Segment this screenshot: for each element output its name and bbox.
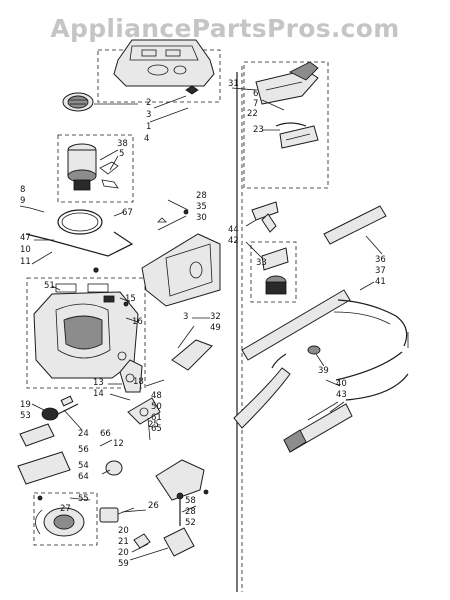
callout-67: 67 xyxy=(122,208,133,218)
callout-65: 65 xyxy=(151,424,162,434)
callout-56: 56 xyxy=(78,445,89,455)
upholstery-tool-part xyxy=(251,201,289,295)
canister-body-part xyxy=(33,283,139,379)
callout-64: 64 xyxy=(78,472,89,482)
callout-48: 48 xyxy=(151,391,162,401)
callout-22: 22 xyxy=(247,109,258,119)
floor-brush-group-box xyxy=(243,61,329,189)
callout-51: 51 xyxy=(44,281,55,291)
callout-39: 39 xyxy=(318,366,329,376)
callout-66: 66 xyxy=(100,429,111,439)
callout-20-upper: 20 xyxy=(118,526,129,536)
top-cover-part xyxy=(113,39,215,95)
callout-30: 30 xyxy=(196,213,207,223)
callout-31: 31 xyxy=(228,79,239,89)
callout-1: 1 xyxy=(146,122,152,132)
callout-36: 36 xyxy=(375,255,386,265)
callout-2: 2 xyxy=(146,98,152,108)
motor-part xyxy=(67,143,119,191)
screw-part xyxy=(93,267,99,273)
callout-16: 16 xyxy=(132,317,143,327)
callout-9: 9 xyxy=(20,196,26,206)
callout-7: 7 xyxy=(253,99,259,109)
callout-25: 25 xyxy=(148,420,159,430)
callout-8: 8 xyxy=(20,185,26,195)
callout-28-lower: 28 xyxy=(185,507,196,517)
callout-44: 44 xyxy=(228,225,239,235)
callout-21: 21 xyxy=(118,537,129,547)
callout-35: 35 xyxy=(196,202,207,212)
hose-part xyxy=(233,345,409,453)
callout-20-lower: 20 xyxy=(118,548,129,558)
callout-52: 52 xyxy=(185,518,196,528)
callout-61: 61 xyxy=(151,413,162,423)
switch-part xyxy=(99,492,195,557)
callout-32: 32 xyxy=(210,312,221,322)
callout-19: 19 xyxy=(20,400,31,410)
callout-53: 53 xyxy=(20,411,31,421)
motor-group-box xyxy=(57,134,134,203)
callout-33: 33 xyxy=(256,258,267,268)
callout-4: 4 xyxy=(144,134,150,144)
dust-brush-group-box xyxy=(250,241,297,303)
callout-41: 41 xyxy=(375,277,386,287)
callout-58: 58 xyxy=(185,496,196,506)
callout-37: 37 xyxy=(375,266,386,276)
callout-5: 5 xyxy=(119,149,125,159)
callout-40: 40 xyxy=(336,379,347,389)
callout-24: 24 xyxy=(78,429,89,439)
dust-bag-part xyxy=(141,217,221,307)
callout-18: 18 xyxy=(133,377,144,387)
callout-6: 6 xyxy=(253,89,259,99)
callout-28-upper: 28 xyxy=(196,191,207,201)
callout-15: 15 xyxy=(125,294,136,304)
callout-10: 10 xyxy=(20,245,31,255)
callout-23: 23 xyxy=(253,125,264,135)
extension-wand-part xyxy=(241,205,408,361)
callout-43: 43 xyxy=(336,390,347,400)
latch-bracket-part xyxy=(119,339,213,425)
callout-59: 59 xyxy=(118,559,129,569)
leader-lines xyxy=(19,95,210,561)
caster-wheel-part xyxy=(41,395,79,421)
callout-13: 13 xyxy=(93,378,104,388)
callout-42: 42 xyxy=(228,236,239,246)
top-cover-group-box xyxy=(97,49,221,103)
callout-3: 3 xyxy=(146,110,152,120)
callout-54: 54 xyxy=(78,461,89,471)
leader-lines-right xyxy=(231,87,409,413)
cord-reel-part xyxy=(35,507,85,537)
floor-brush-part xyxy=(255,61,319,149)
callout-11: 11 xyxy=(20,257,31,267)
bottom-plate-part xyxy=(17,423,205,501)
callout-47: 47 xyxy=(20,233,31,243)
callout-14: 14 xyxy=(93,389,104,399)
callout-49: 49 xyxy=(210,323,221,333)
cord-reel-group-box xyxy=(33,492,98,546)
callout-50: 50 xyxy=(151,402,162,412)
canister-body-group-box xyxy=(26,277,146,389)
exhaust-filter-part xyxy=(62,92,94,112)
callout-3-lower: 3 xyxy=(183,312,189,322)
callout-38: 38 xyxy=(117,139,128,149)
callout-12: 12 xyxy=(113,439,124,449)
callout-55: 55 xyxy=(78,494,89,504)
motor-gasket-part xyxy=(25,207,134,257)
callout-27: 27 xyxy=(60,504,71,514)
callout-26: 26 xyxy=(148,501,159,511)
